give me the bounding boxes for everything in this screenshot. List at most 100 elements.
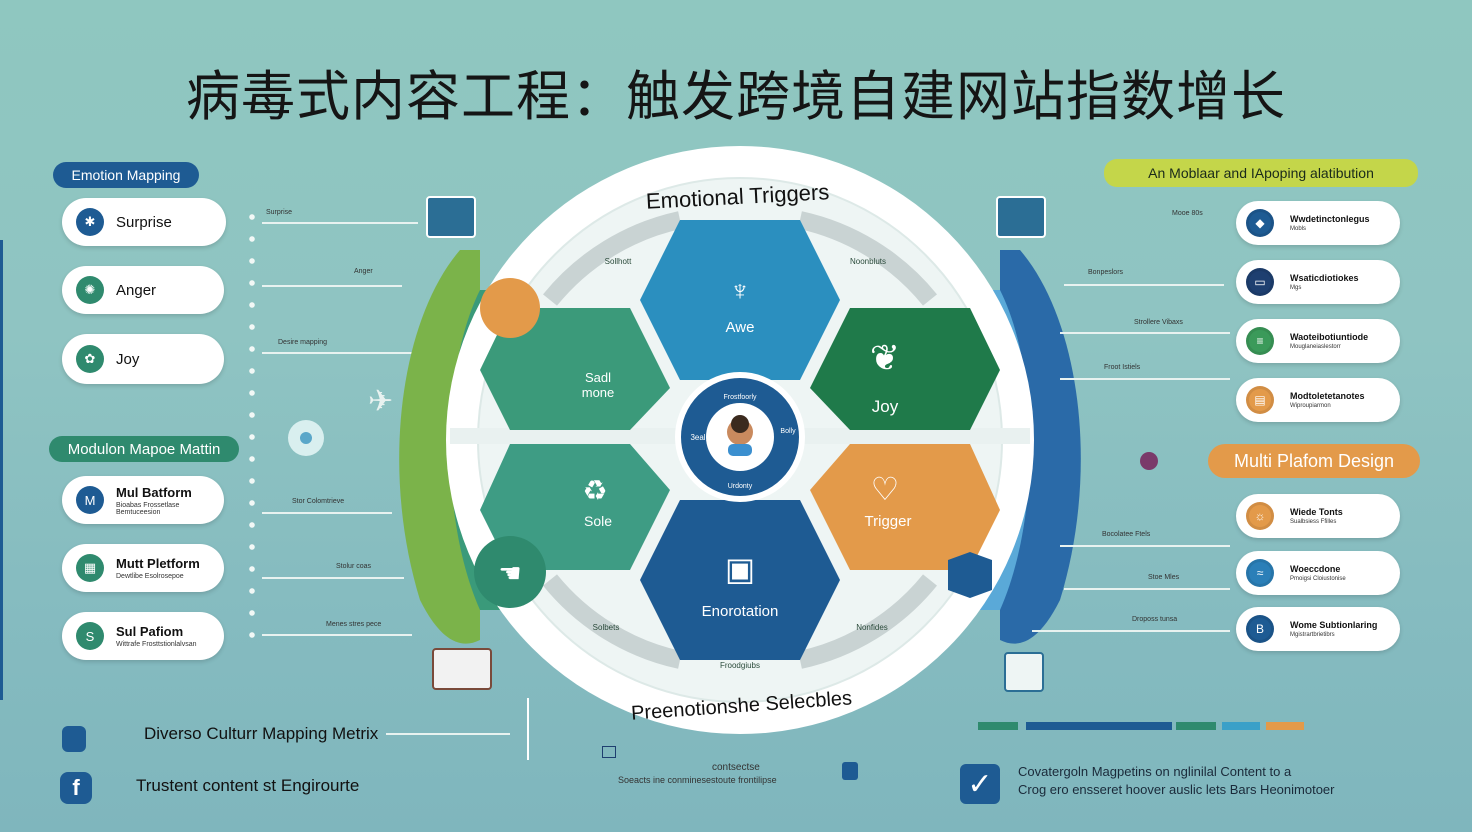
note-dist-3: Strollere Vibaxs bbox=[1134, 319, 1183, 326]
lock-icon bbox=[842, 762, 858, 780]
trigger-icon: ♡ bbox=[871, 471, 900, 507]
card-title: Woeccdone bbox=[1290, 564, 1341, 574]
platform-sub: Wittrafe Frosttstionlalvsan bbox=[116, 641, 197, 648]
distribution-header: An Moblaar and IApoping alatibution bbox=[1104, 159, 1418, 187]
platform-card-2[interactable]: ▦ Mutt Pletform Dewtlibe Esolrosepoe bbox=[62, 544, 224, 592]
diamond-icon: ◆ bbox=[1246, 209, 1274, 237]
b-icon: B bbox=[1246, 615, 1274, 643]
segment-bar bbox=[1176, 722, 1216, 730]
facebook-icon[interactable]: f bbox=[60, 772, 92, 804]
awe-icon: ♆ bbox=[730, 275, 751, 306]
arc-bottom-left bbox=[543, 574, 682, 669]
leader-line bbox=[262, 634, 412, 636]
avatar-body bbox=[728, 444, 752, 456]
orange-bubble bbox=[480, 278, 540, 338]
leader-line bbox=[262, 512, 392, 514]
emotion-card-joy[interactable]: ✿ Joy bbox=[62, 334, 224, 384]
card-sub: Mgs bbox=[1290, 285, 1302, 291]
segment-bar bbox=[1266, 722, 1304, 730]
arc-label: Sollhott bbox=[605, 257, 632, 266]
hex-sole bbox=[480, 444, 670, 570]
card-title: Wwdetinctonlegus bbox=[1290, 214, 1370, 224]
bottom-center-line-2: Soeacts ine conminesestoute frontilipse bbox=[618, 775, 777, 785]
hex-trigger bbox=[810, 444, 1000, 570]
card-title: Waoteibotiuntiode bbox=[1290, 332, 1369, 342]
note-surprise: Surprise bbox=[266, 209, 293, 216]
note-dist-4: Froot Istiels bbox=[1104, 364, 1141, 371]
emotion-label: Anger bbox=[116, 281, 157, 299]
platform-sub: Bioabas Frossetlase Bemtuceesion bbox=[116, 501, 180, 516]
leaf-icon bbox=[62, 726, 86, 752]
card-title: Wiede Tonts bbox=[1290, 507, 1343, 517]
leader-line bbox=[262, 222, 418, 224]
platform-m-icon: M bbox=[76, 486, 104, 514]
enorotation-icon: ▣ bbox=[725, 551, 755, 587]
emotion-card-anger[interactable]: ✺ Anger bbox=[62, 266, 224, 314]
leader-line bbox=[262, 352, 412, 354]
arc-label: Nonfides bbox=[856, 623, 888, 632]
hex-awe bbox=[640, 220, 840, 380]
leader-line bbox=[1064, 284, 1224, 286]
card-sub: Mgistrartbrietibrs bbox=[1290, 632, 1335, 638]
bottom-rule bbox=[386, 733, 510, 735]
note-dist-2: Bonpeslors bbox=[1088, 269, 1124, 276]
leader-line bbox=[1032, 630, 1230, 632]
green-bubble bbox=[474, 536, 546, 608]
note-platform-1: Stor Colomtrieve bbox=[292, 498, 345, 505]
card-sub: Wiproupiarmon bbox=[1290, 403, 1331, 409]
platform-s-icon: S bbox=[76, 622, 104, 650]
bracket-divider bbox=[527, 698, 529, 760]
target-icon bbox=[288, 420, 324, 456]
page-title: 病毒式内容工程：触发跨境自建网站指数增长 bbox=[186, 65, 1286, 128]
plane-icon: ✈ bbox=[368, 385, 394, 418]
building-icon bbox=[426, 196, 476, 238]
hex-label-trigger: Trigger bbox=[865, 513, 912, 530]
avatar-hair bbox=[731, 415, 749, 433]
arc-top-right bbox=[798, 211, 937, 306]
cup-icon bbox=[1004, 652, 1044, 692]
sun-icon: ☼ bbox=[1246, 502, 1274, 530]
hex-label-enorotation: Enorotation bbox=[702, 603, 779, 620]
hex-joy bbox=[810, 308, 1000, 430]
multi-platform-header: Multi Plafom Design bbox=[1208, 444, 1420, 478]
bottom-right-line-1: Covatergoln Magpetins on nglinilal Conte… bbox=[1018, 764, 1292, 779]
leader-line bbox=[1060, 545, 1230, 547]
joy-icon: ✿ bbox=[76, 345, 104, 373]
bottom-center-line-1: contsectse bbox=[712, 762, 760, 773]
platform-card-1[interactable]: M Mul Batform Bioabas Frossetlase Bemtuc… bbox=[62, 476, 224, 524]
left-lobe bbox=[399, 250, 480, 644]
joy-icon: ❦ bbox=[870, 337, 900, 378]
leader-line bbox=[1060, 378, 1230, 380]
hex-label-joy: Joy bbox=[872, 397, 899, 416]
note-design-3: Droposs tunsa bbox=[1132, 616, 1178, 623]
leader-line bbox=[1060, 332, 1230, 334]
checkbox-icon[interactable]: ✓ bbox=[960, 764, 1000, 804]
card-sub: Pmoigsi Cloiustonise bbox=[1290, 576, 1346, 582]
emotion-label: Joy bbox=[116, 350, 140, 368]
center-left-label: 3eal bbox=[690, 433, 705, 442]
platform-grid-icon: ▦ bbox=[76, 554, 104, 582]
note-joy: Desire mapping bbox=[278, 339, 328, 346]
surprise-icon: ✱ bbox=[76, 208, 104, 236]
platform-card-3[interactable]: S Sul Pafiom Wittrafe Frosttstionlalvsan bbox=[62, 612, 224, 660]
calc-icon bbox=[602, 746, 616, 758]
platform-label: Mutt Pletform bbox=[116, 556, 200, 571]
card-title: Wome Subtionlaring bbox=[1290, 620, 1378, 630]
card-sub: Sualbsiess Ffilles bbox=[1290, 519, 1337, 525]
leader-line bbox=[262, 577, 404, 579]
hex-enorotation bbox=[640, 500, 840, 660]
hex-label-awe: Awe bbox=[726, 319, 755, 336]
emotion-card-surprise[interactable]: ✱ Surprise bbox=[62, 198, 226, 246]
arc-label: Noonbluts bbox=[850, 257, 886, 266]
card-title: Wsaticdiotiokes bbox=[1290, 273, 1359, 283]
center-right-label: Bolly bbox=[780, 428, 796, 435]
